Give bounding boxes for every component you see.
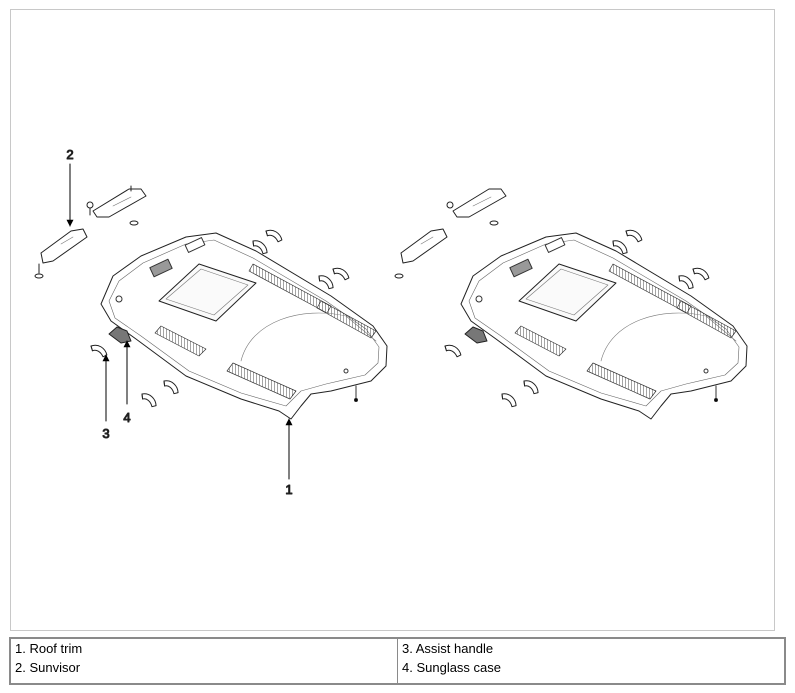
left-assembly: [34, 163, 388, 480]
legend-table: 1. Roof trim 2. Sunvisor 3. Assist handl…: [9, 637, 786, 685]
legend-column-left: 1. Roof trim 2. Sunvisor: [9, 637, 398, 685]
roof-trim-right: [460, 232, 748, 420]
sunvisor-lower-right: [394, 228, 448, 279]
callout-1: 1: [285, 482, 292, 497]
legend-item-assist-handle: 3. Assist handle: [402, 641, 494, 656]
callout-2: 2: [66, 147, 73, 162]
leader-lines: [66, 163, 293, 480]
exploded-diagram: 2 3 4 1: [34, 147, 748, 498]
figure-frame: 2 3 4 1: [10, 9, 775, 631]
sunglass-case-right: [464, 326, 488, 344]
legend-column-right: 3. Assist handle 4. Sunglass case: [397, 637, 786, 685]
legend-item-roof-trim: 1. Roof trim: [15, 641, 83, 656]
sunvisor-lower-left: [34, 228, 88, 279]
right-assembly: [394, 188, 748, 420]
legend-item-sunglass-case: 4. Sunglass case: [402, 660, 502, 675]
legend-item-sunvisor: 2. Sunvisor: [15, 660, 81, 675]
sunvisor-upper-right: [446, 188, 507, 226]
sunvisor-upper-left: [86, 185, 147, 226]
callout-4: 4: [123, 410, 130, 425]
roof-trim-left: [100, 232, 388, 420]
callout-3: 3: [102, 426, 109, 441]
sunglass-case-left: [108, 326, 132, 344]
